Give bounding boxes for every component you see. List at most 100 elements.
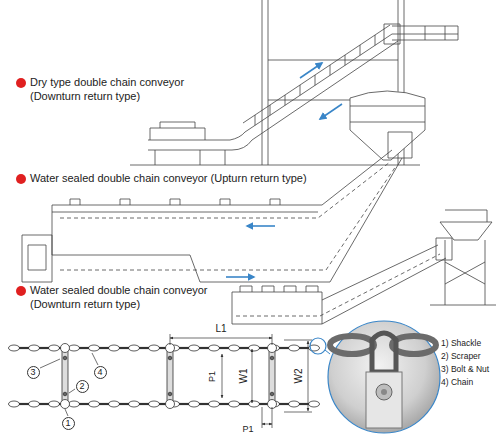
scraper — [269, 348, 275, 404]
chain-link — [119, 347, 129, 349]
chain-link — [109, 345, 120, 351]
silo-band — [350, 106, 425, 122]
handrail-post — [255, 115, 256, 125]
bullet-dot — [16, 286, 26, 296]
chain-link — [219, 347, 229, 349]
chain-link — [129, 401, 140, 407]
hopper-stand — [430, 240, 496, 305]
silo — [350, 91, 425, 160]
chain-link — [49, 345, 60, 351]
chain-link — [199, 403, 209, 405]
chain-link — [199, 347, 209, 349]
chain-link — [299, 347, 309, 349]
chain-link — [29, 401, 40, 407]
incline-casing — [245, 34, 398, 140]
part-name: 4) Chain — [441, 377, 473, 387]
handrail-post — [375, 35, 376, 45]
drive-unit — [22, 235, 52, 282]
callout-number: 3 — [27, 366, 40, 379]
bolt-nut — [168, 356, 172, 360]
bullet-dot — [16, 78, 26, 88]
scraper — [167, 348, 173, 404]
chain-link — [9, 345, 20, 351]
chain-link — [209, 401, 220, 407]
handrail-post — [360, 45, 361, 55]
downturn-conveyor-drawing — [232, 210, 496, 324]
chain-link — [149, 401, 160, 407]
scraper — [62, 348, 68, 404]
chain-detail — [9, 344, 320, 409]
handrail-post — [330, 65, 331, 75]
chain-link — [119, 403, 129, 405]
callout-number: 4 — [94, 366, 107, 379]
chain-link — [9, 401, 20, 407]
flow-arrow — [320, 104, 342, 119]
bolt-nut — [63, 356, 67, 360]
shackle — [61, 400, 70, 409]
handrail-post — [300, 85, 301, 95]
callout-text: 2 — [79, 382, 84, 391]
chain-link — [289, 345, 300, 351]
flow-arrow — [226, 276, 254, 278]
section-caption: (Downturn return type) — [30, 90, 140, 103]
photo-ground — [328, 321, 440, 433]
head-housing — [436, 238, 452, 260]
hopper — [440, 210, 492, 240]
chain-link — [299, 403, 309, 405]
chain-link — [39, 347, 49, 349]
chain-link — [129, 345, 140, 351]
shackle — [166, 400, 175, 409]
handrail — [243, 25, 390, 123]
handrail-post — [285, 95, 286, 105]
chain-link — [289, 401, 300, 407]
chain-link — [49, 401, 60, 407]
bolt-nut — [168, 392, 172, 396]
bullet-dot — [16, 78, 26, 296]
callout-number: 2 — [76, 380, 89, 393]
chain-link — [189, 345, 200, 351]
chain-link — [229, 401, 240, 407]
chain-link — [39, 403, 49, 405]
bolt-nut — [270, 356, 274, 360]
chain-link — [179, 347, 189, 349]
handrail-post — [345, 55, 346, 65]
flow-arrow — [300, 63, 322, 78]
handrail-post — [270, 105, 271, 115]
dimension-label: P1 — [208, 370, 219, 381]
head-housing — [384, 24, 400, 44]
chain-link — [239, 403, 249, 405]
handrail-post — [255, 35, 375, 125]
dimension-label: W2 — [292, 369, 304, 384]
callout-text: 4 — [97, 368, 102, 377]
dimension-line — [170, 338, 272, 339]
dimension-line — [262, 424, 272, 425]
part-name: 1) Shackle — [441, 338, 481, 348]
zoom-mark — [310, 338, 326, 354]
top-cover — [52, 205, 322, 255]
head-housing — [388, 132, 412, 158]
chain-link — [69, 401, 80, 407]
extension-line — [170, 334, 272, 345]
callout-text: 3 — [30, 368, 35, 377]
dimension-label: L1 — [215, 323, 226, 335]
dimension-line — [252, 349, 253, 403]
chain-link — [229, 345, 240, 351]
extension-line — [262, 407, 272, 428]
leader-line — [40, 353, 98, 416]
chain-link — [79, 347, 89, 349]
dimension-lines — [40, 334, 312, 428]
part-name: 3) Bolt & Nut — [441, 364, 489, 374]
dimension-label: P1 — [242, 424, 253, 435]
bolt-nut — [63, 392, 67, 396]
chain-link — [19, 403, 29, 405]
bolt-head — [376, 384, 392, 400]
chain-link — [99, 347, 109, 349]
chain-link — [99, 403, 109, 405]
chain-link — [149, 345, 160, 351]
bolt-head — [381, 389, 387, 395]
chain-link — [29, 345, 40, 351]
upturn-conveyor-drawing — [22, 132, 412, 282]
dimension-label: W1 — [237, 369, 249, 384]
